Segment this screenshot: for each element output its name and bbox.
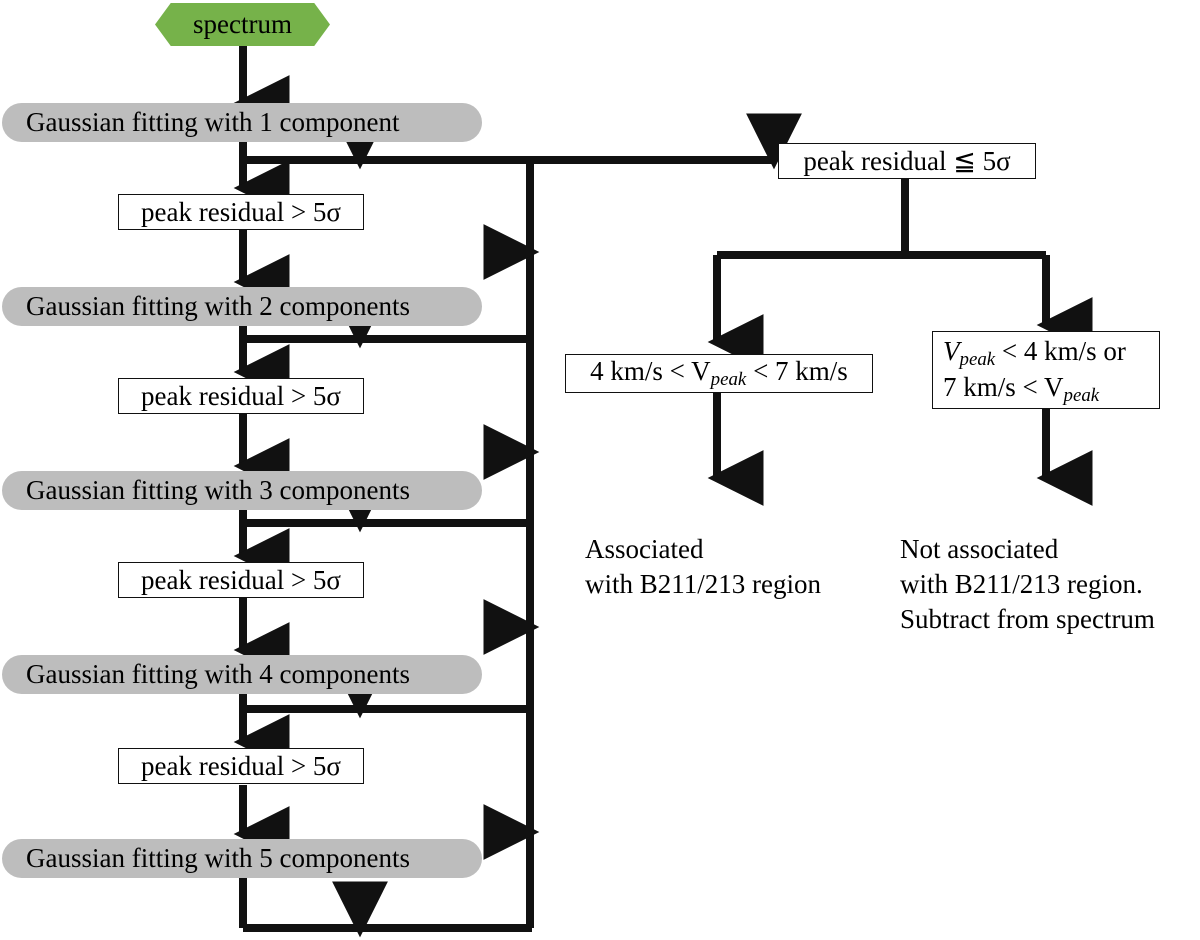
- process-gaussian-fit-2[interactable]: Gaussian fitting with 2 components: [2, 287, 482, 326]
- process-label: Gaussian fitting with 5 components: [26, 843, 410, 873]
- outcome-associated: Associated with B211/213 region: [585, 497, 885, 602]
- condition-peak-residual-le-5sigma[interactable]: peak residual ≦ 5σ: [778, 143, 1036, 179]
- condition-peak-residual-gt-5sigma-4[interactable]: peak residual > 5σ: [118, 748, 364, 784]
- process-gaussian-fit-3[interactable]: Gaussian fitting with 3 components: [2, 471, 482, 510]
- condition-label: peak residual > 5σ: [141, 564, 341, 595]
- condition-peak-residual-gt-5sigma-3[interactable]: peak residual > 5σ: [118, 562, 364, 598]
- outcome-not-associated: Not associated with B211/213 region. Sub…: [900, 497, 1200, 637]
- condition-label: 4 km/s < Vpeak < 7 km/s: [590, 356, 848, 390]
- process-gaussian-fit-5[interactable]: Gaussian fitting with 5 components: [2, 839, 482, 878]
- process-gaussian-fit-4[interactable]: Gaussian fitting with 4 components: [2, 655, 482, 694]
- condition-line-2: 7 km/s < Vpeak: [943, 371, 1100, 406]
- start-node-label: spectrum: [193, 9, 292, 39]
- condition-label: peak residual ≦ 5σ: [803, 145, 1011, 176]
- condition-line-1: Vpeak < 4 km/s or: [943, 336, 1126, 370]
- process-label: Gaussian fitting with 3 components: [26, 475, 410, 505]
- process-gaussian-fit-1[interactable]: Gaussian fitting with 1 component: [2, 103, 482, 142]
- condition-label: peak residual > 5σ: [141, 380, 341, 411]
- condition-peak-residual-gt-5sigma-2[interactable]: peak residual > 5σ: [118, 378, 364, 414]
- process-label: Gaussian fitting with 4 components: [26, 659, 410, 689]
- outcome-text: Associated with B211/213 region: [585, 534, 821, 600]
- condition-label: peak residual > 5σ: [141, 196, 341, 227]
- condition-velocity-outside-range[interactable]: Vpeak < 4 km/s or 7 km/s < Vpeak: [932, 331, 1160, 409]
- condition-label: peak residual > 5σ: [141, 750, 341, 781]
- edge-pass-split: [707, 178, 1093, 370]
- process-label: Gaussian fitting with 1 component: [26, 107, 400, 137]
- condition-velocity-inside-range[interactable]: 4 km/s < Vpeak < 7 km/s: [565, 354, 873, 393]
- outcome-text: Not associated with B211/213 region. Sub…: [900, 534, 1155, 635]
- start-node-spectrum[interactable]: spectrum: [155, 3, 330, 46]
- process-label: Gaussian fitting with 2 components: [26, 291, 410, 321]
- condition-peak-residual-gt-5sigma-1[interactable]: peak residual > 5σ: [118, 194, 364, 230]
